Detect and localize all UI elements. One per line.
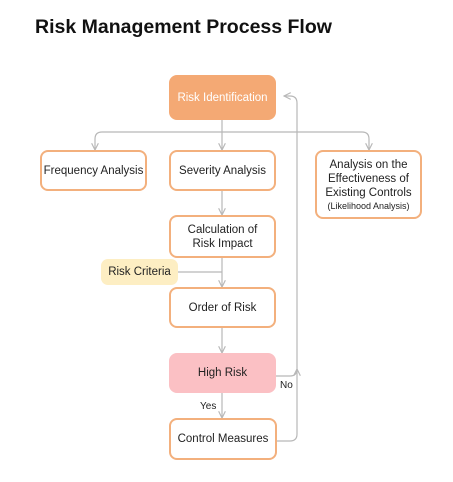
node-effectiveness-sub: (Likelihood Analysis) xyxy=(327,200,410,211)
node-calculation-risk-impact: Calculation of Risk Impact xyxy=(169,215,276,258)
edge-label-no: No xyxy=(280,380,293,391)
node-calculation-line2: Risk Impact xyxy=(192,237,253,250)
node-high-risk-label: High Risk xyxy=(197,367,248,379)
node-order-of-risk: Order of Risk xyxy=(169,287,276,328)
node-control-measures-label: Control Measures xyxy=(177,433,269,445)
node-frequency-analysis-label: Frequency Analysis xyxy=(43,164,144,177)
edge-no-branch xyxy=(276,369,297,377)
node-effectiveness-line1: Analysis on the xyxy=(329,158,408,171)
node-effectiveness-line2: Effectiveness of xyxy=(328,172,409,185)
edge-loop-back xyxy=(277,96,298,442)
node-effectiveness-line3: Existing Controls xyxy=(325,186,412,199)
node-control-measures: Control Measures xyxy=(169,418,277,460)
node-risk-identification-label: Risk Identification xyxy=(177,91,268,104)
node-frequency-analysis: Frequency Analysis xyxy=(40,150,147,191)
node-severity-analysis-label: Severity Analysis xyxy=(179,164,266,177)
node-risk-criteria: Risk Criteria xyxy=(101,259,178,285)
node-order-of-risk-label: Order of Risk xyxy=(188,301,257,314)
diagram-title: Risk Management Process Flow xyxy=(35,16,332,38)
node-risk-criteria-label: Risk Criteria xyxy=(108,266,171,278)
node-calculation-line1: Calculation of xyxy=(187,223,258,236)
node-severity-analysis: Severity Analysis xyxy=(169,150,276,191)
edge-branch-horizontal xyxy=(94,131,370,140)
node-risk-identification: Risk Identification xyxy=(169,75,276,120)
node-effectiveness-analysis: Analysis on the Effectiveness of Existin… xyxy=(315,150,422,219)
edge-label-yes: Yes xyxy=(200,401,217,412)
node-high-risk: High Risk xyxy=(169,353,276,393)
